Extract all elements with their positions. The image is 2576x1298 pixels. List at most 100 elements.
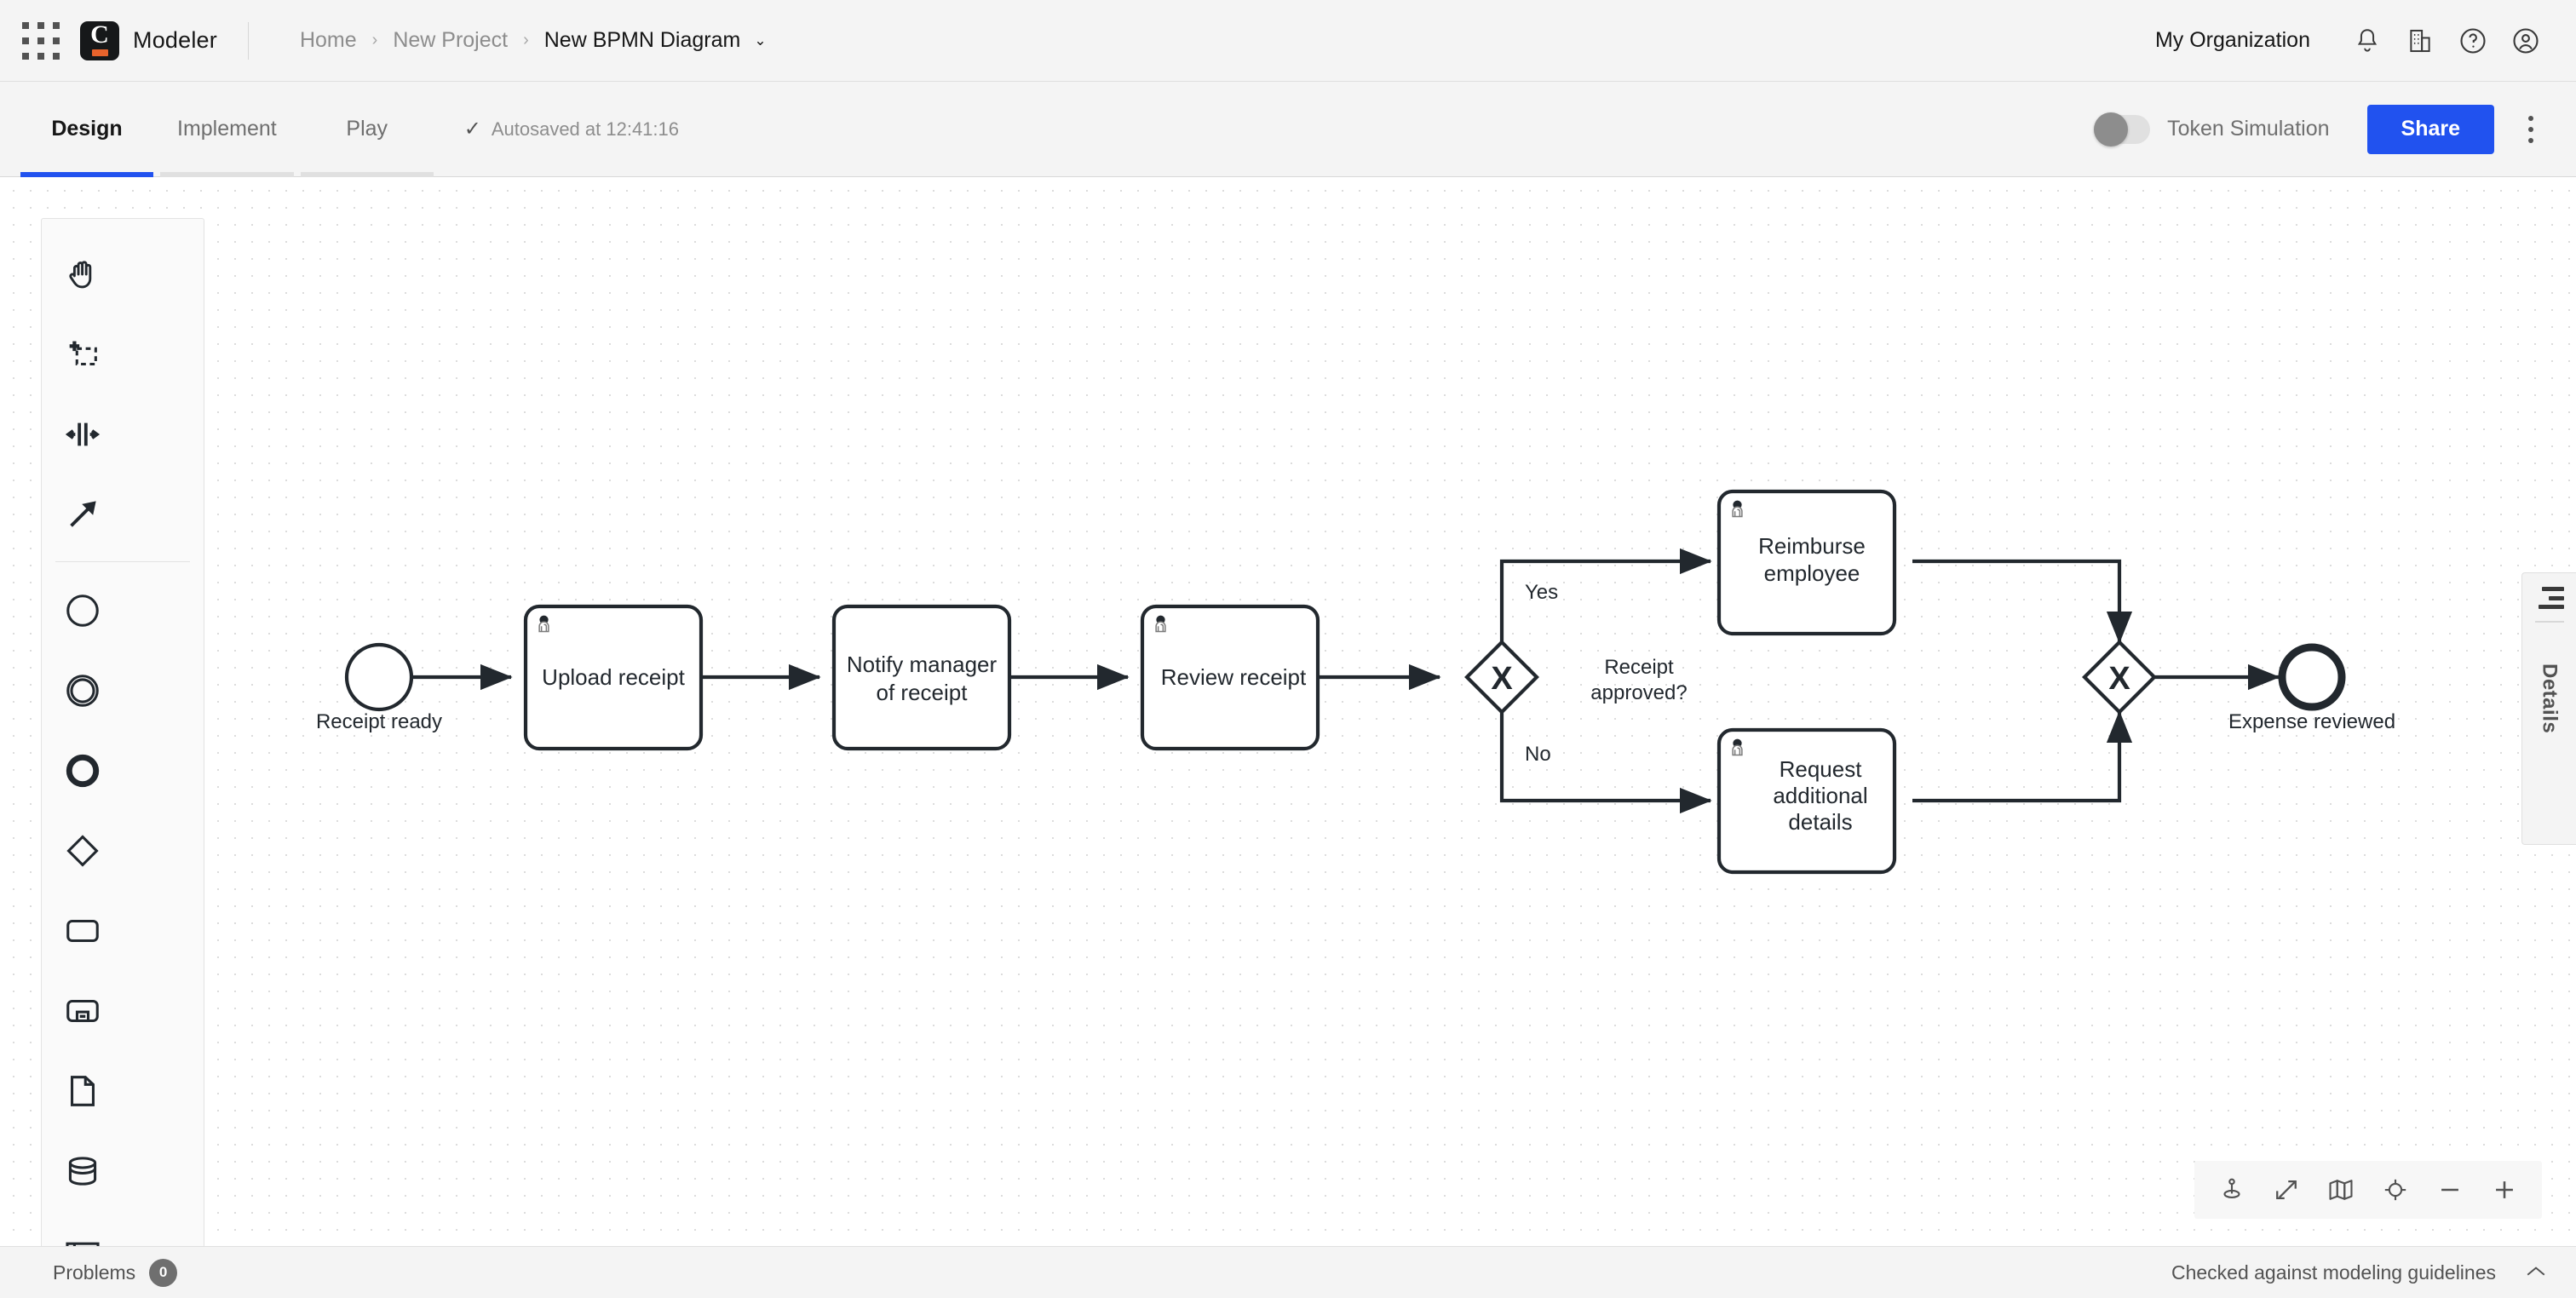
end-event-icon[interactable]	[42, 731, 124, 811]
breadcrumb-item-project[interactable]: New Project	[393, 28, 509, 52]
start-event-icon[interactable]	[42, 571, 124, 651]
flow-request-join	[1912, 710, 2133, 803]
header-divider	[247, 21, 249, 60]
start-event-shape[interactable]	[344, 642, 414, 712]
notification-bell-icon[interactable]	[2341, 14, 2394, 67]
chevron-down-icon[interactable]: ⌄	[754, 32, 767, 49]
toggle-track	[2094, 112, 2151, 146]
kebab-menu-icon[interactable]	[2508, 106, 2554, 152]
token-simulation-toggle[interactable]: Token Simulation	[2094, 112, 2330, 146]
space-tool-icon[interactable]	[42, 394, 124, 474]
user-task-icon	[1732, 738, 1743, 756]
reset-zoom-icon[interactable]	[2368, 1163, 2423, 1217]
tab-design-label: Design	[51, 117, 123, 141]
task-label-line1: Notify manager	[847, 652, 998, 677]
tab-design[interactable]: Design	[20, 82, 153, 177]
details-panel-toggle[interactable]: Details	[2521, 572, 2576, 845]
top-header: C Modeler Home › New Project › New BPMN …	[0, 0, 2576, 82]
intermediate-event-icon[interactable]	[42, 651, 124, 731]
problems-label: Problems	[53, 1261, 136, 1284]
minimap-icon[interactable]	[2314, 1163, 2368, 1217]
breadcrumb-item-diagram[interactable]: New BPMN Diagram	[543, 28, 741, 52]
sequence-flows	[413, 548, 2280, 814]
task-label-line2: of receipt	[877, 680, 969, 705]
autosave-text: Autosaved at 12:41:16	[491, 118, 679, 140]
user-task-icon	[1732, 500, 1743, 518]
bpmn-diagram: Receipt ready Upload receipt Notify mana…	[316, 489, 2395, 875]
participant-icon[interactable]	[42, 1211, 124, 1246]
zoom-in-icon[interactable]	[2477, 1163, 2532, 1217]
breadcrumb-separator: ›	[523, 31, 529, 49]
toggle-knob	[2094, 112, 2129, 146]
bpmn-canvas[interactable]: Receipt ready Upload receipt Notify mana…	[0, 178, 2576, 1246]
lasso-tool-icon[interactable]	[42, 314, 124, 394]
tab-underline	[160, 171, 294, 177]
user-avatar-icon[interactable]	[2499, 14, 2552, 67]
breadcrumb: Home › New Project › New BPMN Diagram ⌄	[300, 28, 767, 53]
details-toggle-icon	[2535, 587, 2564, 609]
task-reimburse-employee[interactable]: Reimburse employee	[1716, 489, 1897, 636]
task-upload-receipt[interactable]: Upload receipt	[523, 604, 704, 751]
check-icon: ✓	[463, 118, 481, 141]
subprocess-icon[interactable]	[42, 971, 124, 1051]
hand-tool-icon[interactable]	[42, 234, 124, 314]
set-origin-icon[interactable]	[2205, 1163, 2259, 1217]
gateway-icon[interactable]	[42, 811, 124, 891]
gateway-symbol: X	[2108, 661, 2130, 697]
organization-building-icon[interactable]	[2394, 14, 2447, 67]
token-simulation-label: Token Simulation	[2167, 117, 2330, 141]
task-notify-manager[interactable]: Notify manager of receipt	[831, 604, 1012, 751]
task-label-line1: Request	[1780, 756, 1863, 782]
zoom-out-icon[interactable]	[2423, 1163, 2477, 1217]
task-request-additional-details[interactable]: Request additional details	[1716, 727, 1897, 875]
share-button[interactable]: Share	[2366, 104, 2494, 154]
task-label-line2: employee	[1764, 560, 1860, 586]
status-bar: Problems 0 Checked against modeling guid…	[0, 1246, 2576, 1298]
flow-gateway-request	[1499, 712, 1712, 814]
brand-logo[interactable]: C Modeler	[80, 20, 217, 60]
task-review-receipt[interactable]: Review receipt	[1140, 604, 1320, 751]
gateway-label-line2: approved?	[1590, 681, 1687, 704]
problems-panel-toggle[interactable]: Problems 0	[53, 1258, 178, 1287]
breadcrumb-separator: ›	[371, 31, 378, 49]
tab-bar: Design Implement Play	[0, 82, 434, 177]
app-grid-icon[interactable]	[20, 20, 61, 61]
gateway-receipt-approved[interactable]: X Receipt approved?	[1464, 640, 1688, 715]
gateway-symbol: X	[1491, 661, 1513, 697]
tab-play[interactable]: Play	[300, 82, 434, 177]
connect-tool-icon[interactable]	[42, 474, 124, 554]
gateway-join[interactable]: X	[2082, 640, 2157, 715]
chevron-up-icon[interactable]	[2525, 1263, 2547, 1282]
flow-reimburse-join	[1912, 559, 2133, 644]
help-question-icon[interactable]	[2447, 14, 2499, 67]
palette-divider	[55, 561, 190, 562]
task-label-line1: Reimburse	[1758, 533, 1866, 559]
tab-implement-label: Implement	[177, 117, 277, 141]
details-divider	[2534, 621, 2564, 623]
canvas-zoom-controls	[2194, 1161, 2542, 1219]
breadcrumb-item-home[interactable]: Home	[299, 28, 357, 52]
logo-letter: C	[90, 20, 109, 49]
header-right-actions: My Organization	[2155, 14, 2576, 67]
organization-name[interactable]: My Organization	[2154, 28, 2310, 52]
bpmn-palette	[41, 218, 204, 1246]
sub-toolbar-actions: Token Simulation Share	[2094, 104, 2576, 154]
camunda-logo-icon: C	[80, 20, 119, 60]
data-object-icon[interactable]	[42, 1051, 124, 1131]
task-label: Review receipt	[1161, 664, 1307, 690]
sub-toolbar: Design Implement Play ✓ Autosaved at 12:…	[0, 82, 2576, 177]
task-icon[interactable]	[42, 891, 124, 971]
task-label-line3: details	[1788, 809, 1852, 835]
flow-label-no: No	[1525, 743, 1551, 766]
end-event-label: Expense reviewed	[2228, 710, 2395, 733]
user-task-icon	[1155, 615, 1166, 633]
autosave-status: ✓ Autosaved at 12:41:16	[464, 117, 679, 141]
fit-viewport-icon[interactable]	[2259, 1163, 2314, 1217]
flow-label-yes: Yes	[1525, 581, 1558, 604]
end-event-shape[interactable]	[2278, 643, 2346, 711]
tab-implement[interactable]: Implement	[160, 82, 294, 177]
gateway-label-line1: Receipt	[1604, 656, 1674, 679]
data-store-icon[interactable]	[42, 1131, 124, 1211]
problems-count-badge: 0	[149, 1258, 178, 1287]
